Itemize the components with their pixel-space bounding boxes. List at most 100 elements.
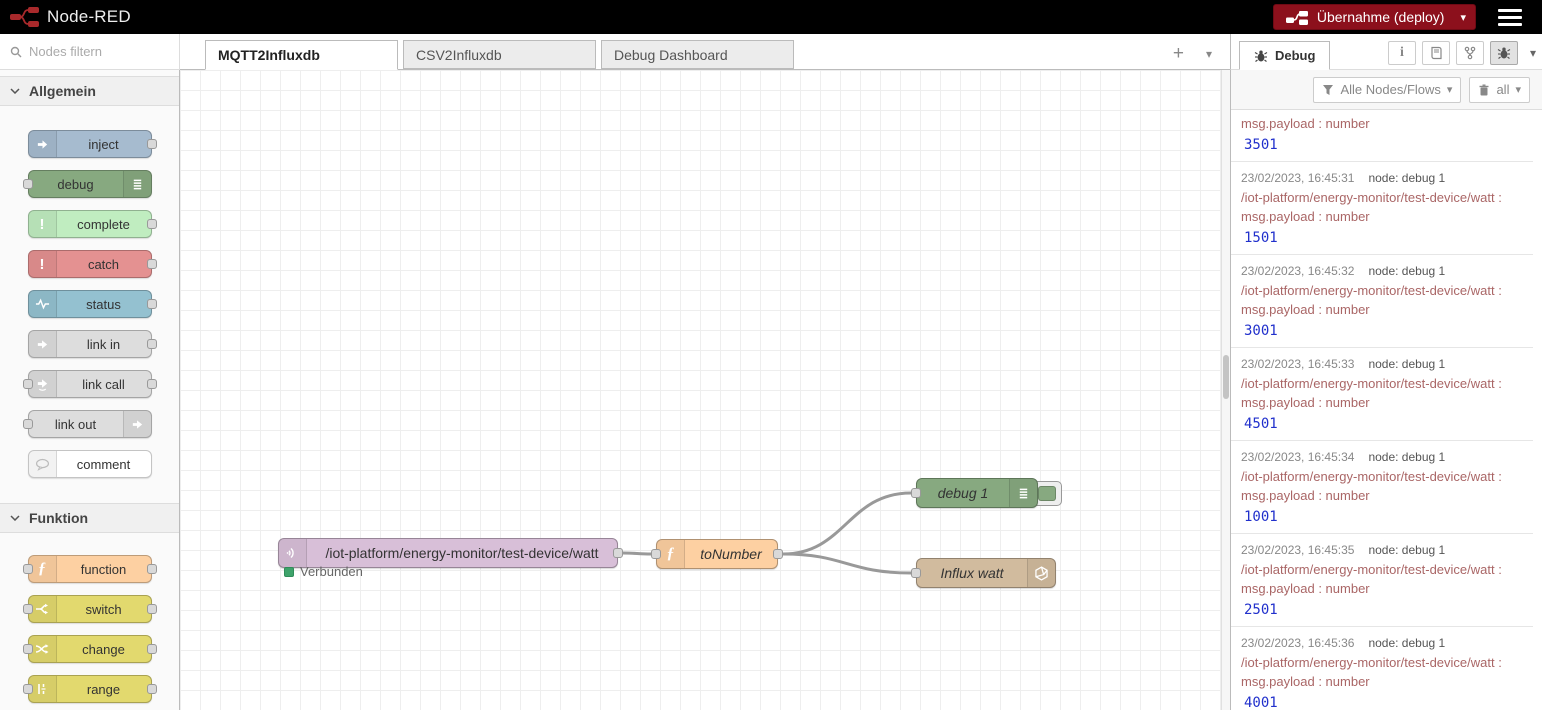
input-port[interactable] [911,488,921,498]
chevron-down-icon [10,515,20,521]
message-property: msg.payload : number [1241,302,1370,317]
palette-node-debug[interactable]: debug [22,170,152,198]
list-lines-icon [122,171,151,197]
deploy-caret-icon[interactable]: ▾ [1460,11,1466,24]
sidebar-menu-caret-icon[interactable]: ▾ [1529,46,1536,60]
message-topic: /iot-platform/energy-monitor/test-device… [1241,562,1502,577]
deploy-button[interactable]: Übernahme (deploy) ▾ [1272,4,1476,30]
debug-message[interactable]: msg.payload : number 3501 [1231,110,1533,162]
branch-icon [1464,46,1476,60]
palette-node-function[interactable]: ƒ function [22,555,157,583]
palette-node-complete[interactable]: ! complete [27,210,157,238]
input-port[interactable] [22,179,33,189]
mqtt-signal-icon [279,539,307,567]
message-property: msg.payload : number [1241,209,1370,224]
input-port[interactable] [22,379,33,389]
list-lines-icon [1009,479,1037,507]
input-port[interactable] [22,419,33,429]
output-port[interactable] [146,299,157,309]
chevron-down-icon [10,88,20,94]
palette-filter-input[interactable] [29,44,159,59]
flow-node-mqtt-in[interactable]: /iot-platform/energy-monitor/test-device… [278,538,623,568]
flow-node-tonumber[interactable]: ƒ toNumber [651,539,783,569]
debug-tab-label: Debug [1275,48,1316,63]
content: Allgemein inject debug ! complete ! catc… [0,70,1542,710]
palette-node-link-out[interactable]: link out [22,410,152,438]
message-topic: /iot-platform/energy-monitor/test-device… [1241,190,1502,205]
tab-csv2influxdb[interactable]: CSV2Influxdb [403,40,596,69]
palette-node-status[interactable]: status [27,290,157,318]
debug-message-list[interactable]: msg.payload : number 3501 23/02/2023, 16… [1231,110,1542,710]
message-property: msg.payload : number [1241,488,1370,503]
palette-node-link-call[interactable]: link call [22,370,157,398]
function-f-icon: ƒ [28,556,57,582]
tab-debug-dashboard[interactable]: Debug Dashboard [601,40,794,69]
output-port[interactable] [146,139,157,149]
status-connected-dot [284,566,294,577]
funnel-icon [1323,84,1334,95]
output-port[interactable] [146,644,157,654]
wire-tonumber-debug [781,491,913,556]
message-timestamp: 23/02/2023, 16:45:33 [1241,357,1355,371]
debug-sidebar-button[interactable] [1489,41,1518,65]
output-port[interactable] [146,564,157,574]
output-port[interactable] [146,219,157,229]
app-logo: Node-RED [10,6,131,28]
input-port[interactable] [22,644,33,654]
flow-canvas[interactable]: /iot-platform/energy-monitor/test-device… [180,70,1230,710]
output-port[interactable] [146,604,157,614]
main-menu-button[interactable] [1498,8,1522,26]
palette-node-switch[interactable]: switch [22,595,157,623]
palette-node-catch[interactable]: ! catch [27,250,157,278]
message-topic: /iot-platform/energy-monitor/test-device… [1241,283,1502,298]
flow-node-influx-watt[interactable]: Influx watt [911,558,1056,588]
message-node: node: debug 1 [1368,450,1446,464]
output-port[interactable] [146,379,157,389]
help-sidebar-button[interactable] [1421,41,1450,65]
scrollbar-thumb[interactable] [1223,355,1229,399]
debug-clear-button[interactable]: all ▾ [1469,76,1530,103]
workspace-tab-bar: MQTT2Influxdb CSV2Influxdb Debug Dashboa… [180,34,1230,70]
node-palette: Allgemein inject debug ! complete ! catc… [0,70,180,710]
link-arrow-icon [28,331,57,357]
input-port[interactable] [22,684,33,694]
deploy-icon [1285,10,1308,25]
output-port[interactable] [613,548,623,558]
tab-mqtt2influxdb[interactable]: MQTT2Influxdb [205,40,398,70]
output-port[interactable] [773,549,783,559]
output-port[interactable] [146,259,157,269]
app-header: Node-RED Übernahme (deploy) ▾ [0,0,1542,34]
palette-node-inject[interactable]: inject [27,130,157,158]
input-port[interactable] [22,564,33,574]
flow-node-debug1[interactable]: debug 1 [911,478,1038,508]
output-port[interactable] [146,684,157,694]
canvas-vertical-scrollbar[interactable] [1221,70,1230,710]
debug-sidebar: Alle Nodes/Flows ▾ all ▾ msg.payload : n… [1230,70,1542,710]
change-icon [28,636,57,662]
palette-section-funktion[interactable]: Funktion [0,503,179,533]
tab-debug-sidebar[interactable]: Debug [1239,41,1331,70]
debug-filter-button[interactable]: Alle Nodes/Flows ▾ [1313,76,1462,103]
info-sidebar-button[interactable]: i [1387,41,1416,65]
node-red-logo-icon [10,7,39,27]
palette-node-link-in[interactable]: link in [27,330,157,358]
palette-section-allgemein[interactable]: Allgemein [0,76,179,106]
input-port[interactable] [22,604,33,614]
flow-list-caret-icon[interactable]: ▾ [1205,46,1212,61]
palette-node-range[interactable]: range [22,675,157,703]
input-port[interactable] [651,549,661,559]
output-port[interactable] [146,339,157,349]
config-nodes-sidebar-button[interactable] [1455,41,1484,65]
add-flow-button[interactable]: + [1172,43,1184,64]
wire-tonumber-influx [781,552,913,575]
search-icon [10,46,22,57]
input-port[interactable] [911,568,921,578]
palette-node-comment[interactable]: comment [27,450,152,478]
palette-node-change[interactable]: change [22,635,157,663]
